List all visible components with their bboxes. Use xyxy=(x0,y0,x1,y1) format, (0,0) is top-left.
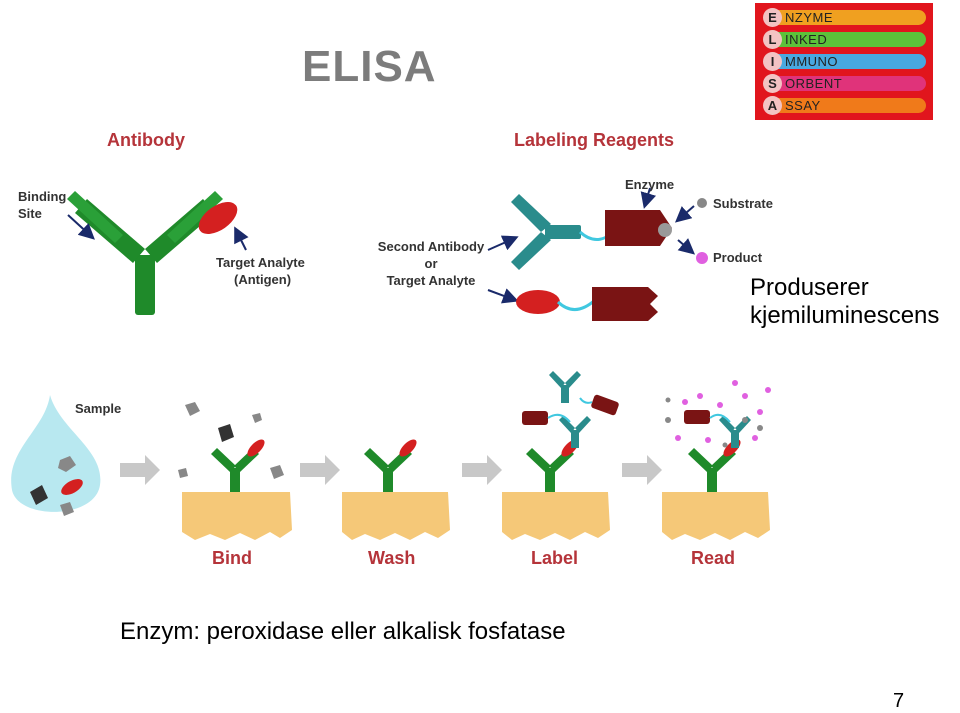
second-antibody-line1: Second Antibody xyxy=(377,239,485,254)
binding-site-line1: Binding xyxy=(18,189,67,204)
substrate-label: Substrate xyxy=(713,196,773,211)
acronym-row-l: L INKED xyxy=(763,30,926,49)
substrate-dot xyxy=(658,223,672,237)
acronym-letter: A xyxy=(763,96,782,115)
side-note-line2: kjemiluminescens xyxy=(750,302,940,329)
acronym-letter: L xyxy=(763,30,782,49)
step-arrow xyxy=(300,455,340,485)
second-antibody-line3: Target Analyte xyxy=(386,273,476,288)
enzyme-caption: Enzym: peroxidase eller alkalisk fosfata… xyxy=(120,618,566,645)
binding-site-line2: Site xyxy=(18,206,42,221)
labeled-antibody xyxy=(511,194,581,270)
solid-phase-label: Solid Phase xyxy=(196,500,276,516)
acronym-letter: I xyxy=(763,52,782,71)
step-arrow xyxy=(462,455,502,485)
product-legend xyxy=(696,252,708,264)
acronym-row-s: S ORBENT xyxy=(763,74,926,93)
step-label: Label xyxy=(531,548,579,568)
product-label: Product xyxy=(713,250,763,265)
acronym-row-i: I MMUNO xyxy=(763,52,926,71)
binding-site-label: Binding Site xyxy=(18,188,66,222)
sample-label: Sample xyxy=(75,401,122,416)
acronym-letter: S xyxy=(763,74,782,93)
elisa-acronym-box: E NZYME L INKED I MMUNO S ORBENT A SSAY xyxy=(755,3,933,120)
acronym-row-e: E NZYME xyxy=(763,8,926,27)
side-note-line1: Produserer xyxy=(750,274,869,301)
enzyme-label: Enzyme xyxy=(625,177,675,192)
acronym-letter: E xyxy=(763,8,782,27)
target-analyte-line2: (Antigen) xyxy=(234,272,292,287)
labeling-reagents-header: Labeling Reagents xyxy=(514,130,675,150)
antibody-header: Antibody xyxy=(107,130,185,150)
labeled-antigen xyxy=(516,290,560,314)
solid-phase-read xyxy=(662,492,770,540)
acronym-word: SSAY xyxy=(785,98,821,113)
solid-phase-wash xyxy=(342,492,450,540)
page-number: 7 xyxy=(893,690,905,712)
target-analyte-label: Target Analyte (Antigen) xyxy=(216,254,305,288)
acronym-word: ORBENT xyxy=(785,76,843,91)
step-bind: Bind xyxy=(212,548,252,568)
target-antigen xyxy=(198,202,238,234)
enzyme-shape-1 xyxy=(605,210,672,246)
step-wash: Wash xyxy=(368,548,416,568)
target-analyte-line1: Target Analyte xyxy=(216,255,305,270)
second-antibody-label: Second Antibody or Target Analyte xyxy=(372,238,490,289)
second-antibody-line2: or xyxy=(424,256,438,271)
page-title: ELISA xyxy=(302,42,437,91)
acronym-word: NZYME xyxy=(785,10,833,25)
step-read: Read xyxy=(691,548,736,568)
solid-phase-label xyxy=(502,492,610,540)
side-note: Produserer kjemiluminescens xyxy=(750,274,939,330)
enzyme-shape-2 xyxy=(592,287,658,321)
acronym-row-a: A SSAY xyxy=(763,96,926,115)
substrate-legend xyxy=(697,198,707,208)
step-arrow xyxy=(622,455,662,485)
acronym-word: INKED xyxy=(785,32,828,47)
antibody-large xyxy=(67,191,223,315)
acronym-word: MMUNO xyxy=(785,54,839,69)
step-arrow xyxy=(120,455,160,485)
